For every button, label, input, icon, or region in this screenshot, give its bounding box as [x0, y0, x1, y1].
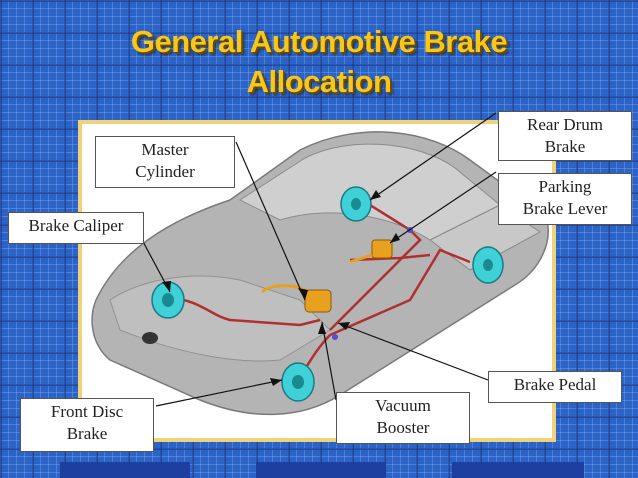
footer-bar — [452, 462, 584, 478]
leader-arrowheads — [162, 190, 400, 386]
leader-lines — [139, 112, 497, 407]
footer-bar — [256, 462, 386, 478]
slide-title: General Automotive Brake Allocation — [130, 24, 508, 99]
label-brake-caliper: Brake Caliper — [8, 212, 144, 244]
label-rear-drum-brake: Rear Drum Brake — [498, 111, 632, 161]
parking-brake-lever — [349, 239, 393, 264]
rear-right-drum — [472, 246, 504, 284]
label-parking-brake-lever: Parking Brake Lever — [498, 173, 632, 225]
rear-left-drum — [340, 186, 372, 222]
emblem-icon — [142, 332, 158, 344]
label-brake-pedal: Brake Pedal — [488, 371, 622, 403]
front-right-disc — [281, 362, 315, 402]
footer-bar — [60, 462, 190, 478]
label-master-cylinder: Master Cylinder — [95, 136, 235, 188]
label-vacuum-booster: Vacuum Booster — [336, 392, 470, 444]
master-cylinder-booster — [261, 284, 332, 313]
label-front-disc-brake: Front Disc Brake — [20, 398, 154, 452]
junction-icon — [332, 334, 338, 340]
